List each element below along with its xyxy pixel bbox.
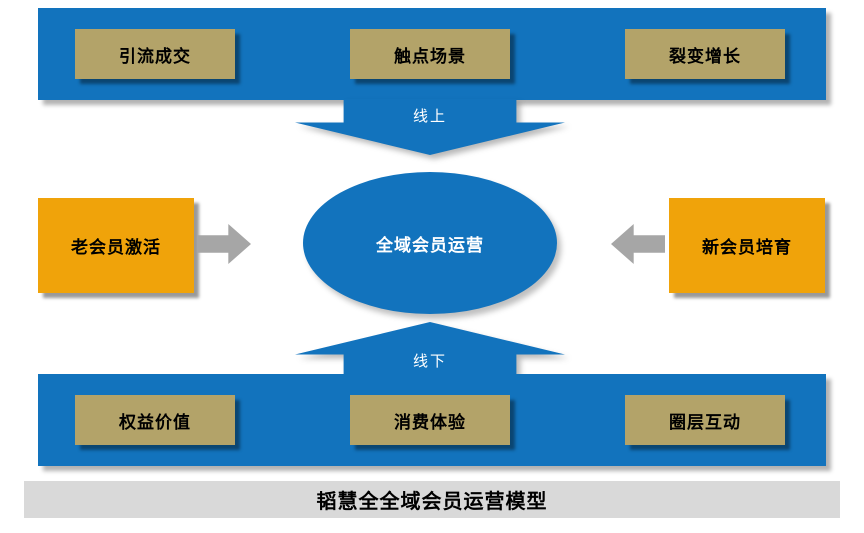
chip-label: 裂变增长 xyxy=(669,46,741,66)
chip-lead-conversion: 引流成交 xyxy=(75,29,235,79)
offline-up-arrow: 线下 xyxy=(295,322,565,378)
chip-label: 消费体验 xyxy=(394,412,466,432)
online-channel-bar: 引流成交 触点场景 裂变增长 xyxy=(38,8,826,100)
chip-label: 权益价值 xyxy=(119,412,191,432)
chip-label: 引流成交 xyxy=(119,46,191,66)
left-arrow-icon xyxy=(611,224,665,264)
chip-circle-interaction: 圈层互动 xyxy=(625,395,785,445)
chip-touchpoint-scene: 触点场景 xyxy=(350,29,510,79)
offline-channel-bar: 权益价值 消费体验 圈层互动 xyxy=(38,374,826,466)
offline-arrow-label: 线下 xyxy=(412,353,447,370)
right-arrow-icon xyxy=(197,224,251,264)
online-down-arrow: 线上 xyxy=(295,99,565,155)
old-member-activation-box: 老会员激活 xyxy=(38,198,194,293)
omni-member-operation-ellipse: 全域会员运营 xyxy=(303,172,557,314)
gold-box-label: 老会员激活 xyxy=(71,238,161,257)
diagram-title: 韬慧全全域会员运营模型 xyxy=(316,491,548,513)
chip-consumption-experience: 消费体验 xyxy=(350,395,510,445)
chip-label: 触点场景 xyxy=(394,46,466,66)
online-arrow-label: 线上 xyxy=(412,108,447,125)
diagram-title-bar: 韬慧全全域会员运营模型 xyxy=(24,481,840,518)
chip-label: 圈层互动 xyxy=(669,412,741,432)
center-ellipse-label: 全域会员运营 xyxy=(376,235,484,255)
chip-rights-value: 权益价值 xyxy=(75,395,235,445)
gold-box-label: 新会员培育 xyxy=(702,238,792,257)
chip-fission-growth: 裂变增长 xyxy=(625,29,785,79)
new-member-cultivation-box: 新会员培育 xyxy=(669,198,825,293)
